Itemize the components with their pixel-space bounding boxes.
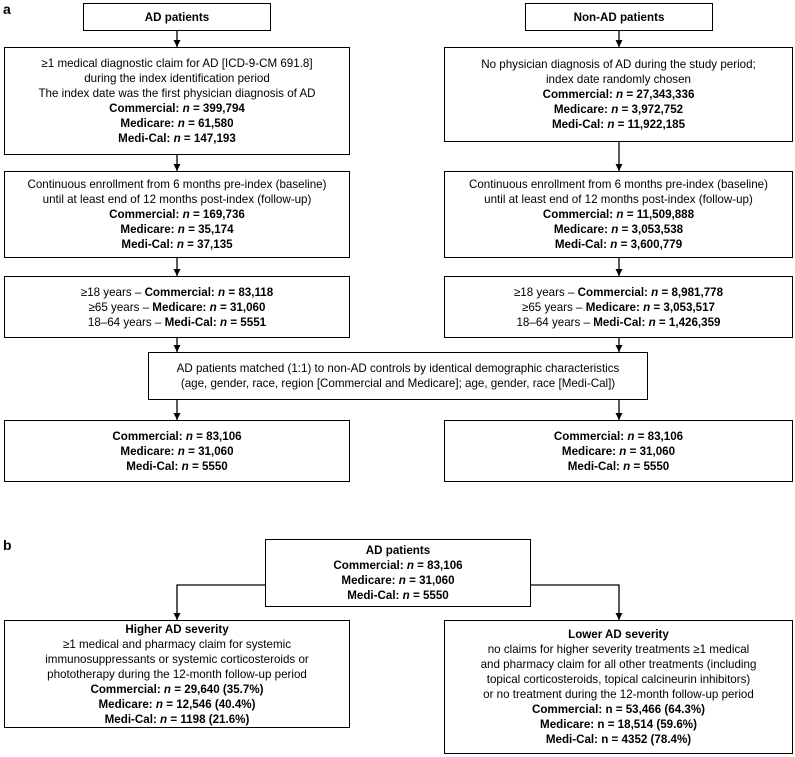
- higher-severity-text: phototherapy during the 12-month follow-…: [47, 667, 307, 681]
- non-ad-patients-header: Non-AD patients: [573, 10, 665, 24]
- criteria-text: The index date was the first physician d…: [38, 87, 316, 100]
- medicare-count: Medicare: n = 31,060: [120, 444, 234, 458]
- non-ad-patients-header-box: Non-AD patients: [525, 3, 713, 31]
- medi-cal-count: Medi-Cal: n = 5550: [126, 459, 228, 473]
- lower-severity-text: or no treatment during the 12-month foll…: [483, 688, 754, 701]
- ad-patients-top-box: AD patients Commercial: n = 83,106 Medic…: [265, 539, 531, 607]
- commercial-count: Commercial: n = 83,106: [333, 559, 463, 572]
- higher-severity-box: Higher AD severity ≥1 medical and pharma…: [4, 620, 350, 728]
- commercial-count: Commercial: n = 29,640 (35.7%): [90, 682, 264, 696]
- medi-cal-count: Medi-Cal: n = 37,135: [121, 238, 233, 251]
- medicare-count: Medicare: n = 31,060: [561, 444, 676, 458]
- age-medicare-line: ≥65 years – Medicare: n = 3,053,517: [522, 300, 715, 314]
- ad-patients-header-box: AD patients: [83, 3, 271, 31]
- lower-severity-text: and pharmacy claim for all other treatme…: [480, 658, 757, 671]
- medi-cal-count: Medi-Cal: n = 4352 (78.4%): [545, 733, 692, 746]
- criteria-text: during the index identification period: [84, 72, 270, 85]
- ad-enrollment-box: Continuous enrollment from 6 months pre-…: [4, 171, 350, 258]
- medicare-count: Medicare: n = 3,053,538: [553, 223, 684, 236]
- lower-severity-box: Lower AD severity no claims for higher s…: [444, 620, 793, 754]
- commercial-count: Commercial: n = 83,106: [112, 429, 242, 443]
- higher-severity-text: ≥1 medical and pharmacy claim for system…: [62, 637, 291, 651]
- age-medi-cal-line: 18–64 years – Medi-Cal: n = 1,426,359: [516, 315, 721, 329]
- medicare-count: Medicare: n = 31,060: [341, 574, 455, 587]
- non-ad-final-cohort-box: Commercial: n = 83,106 Medicare: n = 31,…: [444, 420, 793, 482]
- age-medicare-line: ≥65 years – Medicare: n = 31,060: [88, 300, 266, 314]
- enrollment-text: until at least end of 12 months post-ind…: [484, 193, 753, 206]
- panel-b-label: b: [3, 537, 12, 553]
- ad-patients-title: AD patients: [365, 544, 431, 557]
- commercial-count: Commercial: n = 11,509,888: [542, 208, 695, 221]
- medicare-count: Medicare: n = 35,174: [120, 223, 234, 236]
- criteria-text: No physician diagnosis of AD during the …: [481, 58, 756, 71]
- commercial-count: Commercial: n = 83,106: [553, 429, 684, 443]
- lower-severity-text: topical corticosteroids, topical calcine…: [486, 673, 751, 686]
- higher-severity-title: Higher AD severity: [125, 622, 229, 636]
- age-commercial-line: ≥18 years – Commercial: n = 83,118: [80, 285, 274, 299]
- matching-text: AD patients matched (1:1) to non-AD cont…: [176, 362, 620, 375]
- medicare-count: Medicare: n = 18,514 (59.6%): [540, 718, 697, 731]
- higher-severity-text: immunosuppressants or systemic corticost…: [45, 652, 309, 666]
- ad-criteria-box: ≥1 medical diagnostic claim for AD [ICD-…: [4, 47, 350, 155]
- ad-final-cohort-box: Commercial: n = 83,106 Medicare: n = 31,…: [4, 420, 350, 482]
- commercial-count: Commercial: n = 399,794: [109, 102, 245, 115]
- lower-severity-text: no claims for higher severity treatments…: [487, 643, 750, 656]
- enrollment-text: Continuous enrollment from 6 months pre-…: [27, 178, 327, 191]
- enrollment-text: Continuous enrollment from 6 months pre-…: [468, 178, 768, 191]
- medicare-count: Medicare: n = 3,972,752: [553, 103, 684, 116]
- non-ad-enrollment-box: Continuous enrollment from 6 months pre-…: [444, 171, 793, 258]
- matching-text: (age, gender, race, region [Commercial a…: [180, 377, 616, 390]
- ad-age-box: ≥18 years – Commercial: n = 83,118 ≥65 y…: [4, 276, 350, 338]
- age-commercial-line: ≥18 years – Commercial: n = 8,981,778: [513, 285, 724, 299]
- criteria-text: ≥1 medical diagnostic claim for AD [ICD-…: [41, 57, 313, 70]
- medi-cal-count: Medi-Cal: n = 11,922,185: [551, 118, 686, 131]
- medi-cal-count: Medi-Cal: n = 5550: [347, 589, 449, 602]
- arrow-top-to-higher: [173, 584, 265, 620]
- medicare-count: Medicare: n = 61,580: [120, 117, 234, 130]
- medi-cal-count: Medi-Cal: n = 5550: [567, 459, 670, 473]
- commercial-count: Commercial: n = 53,466 (64.3%): [531, 703, 706, 716]
- criteria-text: index date randomly chosen: [545, 73, 691, 86]
- medi-cal-count: Medi-Cal: n = 147,193: [118, 132, 236, 145]
- commercial-count: Commercial: n = 169,736: [109, 208, 245, 221]
- non-ad-age-box: ≥18 years – Commercial: n = 8,981,778 ≥6…: [444, 276, 793, 338]
- medicare-count: Medicare: n = 12,546 (40.4%): [98, 697, 256, 711]
- arrow-top-to-lower: [531, 584, 623, 620]
- medi-cal-count: Medi-Cal: n = 3,600,779: [554, 238, 683, 251]
- commercial-count: Commercial: n = 27,343,336: [542, 88, 695, 101]
- matching-box: AD patients matched (1:1) to non-AD cont…: [148, 352, 648, 400]
- enrollment-text: until at least end of 12 months post-ind…: [42, 193, 312, 206]
- non-ad-criteria-box: No physician diagnosis of AD during the …: [444, 47, 793, 142]
- panel-a-label: a: [3, 1, 11, 17]
- ad-patients-header: AD patients: [144, 10, 210, 24]
- medi-cal-count: Medi-Cal: n = 1198 (21.6%): [104, 712, 250, 726]
- lower-severity-title: Lower AD severity: [568, 628, 669, 641]
- age-medi-cal-line: 18–64 years – Medi-Cal: n = 5551: [87, 315, 267, 329]
